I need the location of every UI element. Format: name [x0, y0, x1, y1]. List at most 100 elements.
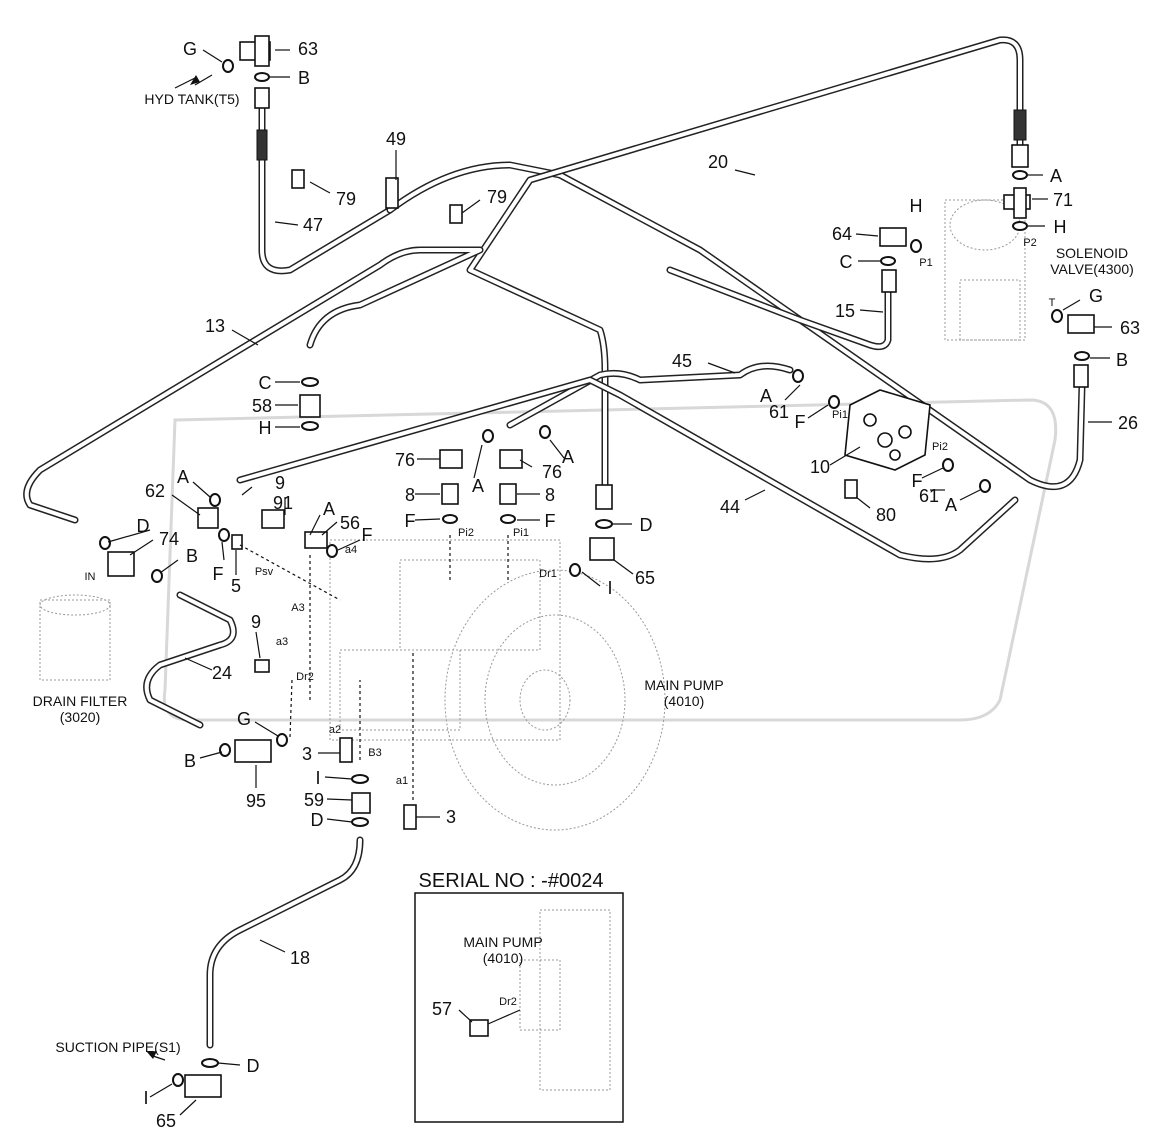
callout-18: 18: [290, 948, 310, 968]
callout-F: F: [362, 525, 373, 545]
callout-D: D: [640, 515, 653, 535]
callout-H: H: [259, 418, 272, 438]
callout-3: 3: [302, 744, 312, 764]
solenoid-valve-block-10: [844, 389, 931, 471]
callout-74: 74: [159, 529, 179, 549]
arrowhead-tank: [190, 75, 200, 85]
port-pi1-valve: Pi1: [832, 409, 848, 421]
callout-44: 44: [720, 497, 740, 517]
callout-56: 56: [340, 513, 360, 533]
arrowhead-suction: [147, 1051, 157, 1059]
callout-C: C: [840, 252, 853, 272]
callout-F: F: [213, 564, 224, 584]
callout-8: 8: [545, 485, 555, 505]
callout-C: C: [259, 373, 272, 393]
callout-71: 71: [1053, 190, 1073, 210]
label-suction-pipe: SUCTION PIPE(S1): [55, 1039, 180, 1055]
callout-A: A: [1050, 166, 1062, 186]
label-hyd-tank: HYD TANK(T5): [144, 91, 239, 107]
callout-G: G: [183, 39, 197, 59]
callout-49: 49: [386, 129, 406, 149]
callout-61: 61: [919, 486, 939, 506]
callout-D: D: [311, 810, 324, 830]
port-a2: a2: [329, 724, 341, 736]
callout-13: 13: [205, 316, 225, 336]
callout-A: A: [562, 447, 574, 467]
label-main-pump-2: (4010): [664, 693, 704, 709]
callout-15: 15: [835, 301, 855, 321]
callout-63: 63: [298, 39, 318, 59]
callout-A: A: [323, 499, 335, 519]
callout-5: 5: [231, 576, 241, 596]
callout-79: 79: [487, 187, 507, 207]
port-dr2-inset: Dr2: [499, 996, 517, 1008]
port-b3: B3: [368, 747, 381, 759]
callout-76: 76: [542, 462, 562, 482]
callout-64: 64: [832, 224, 852, 244]
inset-serial-panel: [414, 892, 624, 1123]
callout-61: 61: [769, 402, 789, 422]
callout-A: A: [472, 476, 484, 496]
callout-76: 76: [395, 450, 415, 470]
callout-24: 24: [212, 663, 232, 683]
label-drain-filter-1: DRAIN FILTER: [33, 693, 128, 709]
callout-F: F: [545, 511, 556, 531]
port-dr2: Dr2: [296, 671, 314, 683]
callout-91: 91: [273, 493, 293, 513]
callout-20: 20: [708, 152, 728, 172]
callout-H: H: [1054, 217, 1067, 237]
main-pump-ghost: [329, 539, 666, 831]
callout-F: F: [795, 412, 806, 432]
callout-80: 80: [876, 505, 896, 525]
callout-10: 10: [810, 457, 830, 477]
component-labels: HYD TANK(T5) SOLENOID VALVE(4300) MAIN P…: [33, 91, 1134, 1055]
callout-65: 65: [156, 1111, 176, 1131]
label-inset-pump-2: (4010): [483, 950, 523, 966]
callout-95: 95: [246, 791, 266, 811]
label-solenoid-1: SOLENOID: [1056, 245, 1128, 261]
port-a4: a4: [345, 544, 357, 556]
port-pi1-pump: Pi1: [513, 527, 529, 539]
port-in: IN: [85, 571, 96, 583]
callout-I: I: [607, 578, 612, 598]
callout-63: 63: [1120, 318, 1140, 338]
callout-D: D: [247, 1056, 260, 1076]
callout-B: B: [184, 751, 196, 771]
leader-lines: [107, 49, 1112, 1116]
callout-B: B: [298, 68, 310, 88]
callout-H: H: [910, 196, 923, 216]
label-drain-filter-2: (3020): [60, 709, 100, 725]
port-t: T: [1049, 297, 1056, 309]
callout-9: 9: [251, 612, 261, 632]
callout-G: G: [1089, 286, 1103, 306]
callout-65: 65: [635, 568, 655, 588]
fittings: [107, 35, 1095, 1098]
callout-I: I: [315, 768, 320, 788]
callout-58: 58: [252, 396, 272, 416]
o-rings: [99, 59, 1090, 1087]
inset-title: SERIAL NO : -#0024: [419, 870, 604, 892]
callout-A: A: [177, 467, 189, 487]
solenoid-valve-ghost: [944, 199, 1026, 341]
callout-A: A: [945, 495, 957, 515]
port-a3: A3: [291, 602, 304, 614]
callout-26: 26: [1118, 413, 1138, 433]
label-solenoid-2: VALVE(4300): [1050, 261, 1134, 277]
callout-45: 45: [672, 351, 692, 371]
callout-8: 8: [405, 485, 415, 505]
port-pi2-valve: Pi2: [932, 441, 948, 453]
port-p1: P1: [919, 257, 932, 269]
callout-I: I: [143, 1088, 148, 1108]
port-psv: Psv: [255, 566, 274, 578]
label-main-pump-1: MAIN PUMP: [644, 677, 723, 693]
hose-lines: [23, 36, 1086, 1049]
port-pi2-pump: Pi2: [458, 527, 474, 539]
callout-9: 9: [275, 473, 285, 493]
callout-B: B: [186, 546, 198, 566]
part-callouts: G 63 B 49 79 79 47 20 A 71 H H 64 C 15 G…: [137, 39, 1141, 1131]
port-a1: a1: [396, 775, 408, 787]
port-a3-small: a3: [276, 636, 288, 648]
callout-B: B: [1116, 350, 1128, 370]
